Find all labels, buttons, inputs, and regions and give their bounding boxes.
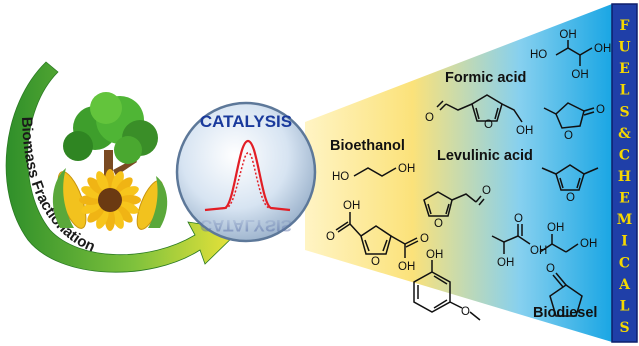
banner-letter: E — [619, 191, 630, 207]
lactic-acid-molecule — [491, 224, 531, 254]
propanediol-molecule — [539, 234, 579, 253]
glycol-ho: HO — [332, 171, 349, 183]
fdca-ring-oxygen: O — [371, 256, 380, 268]
fdca-oh-2: OH — [398, 261, 415, 273]
gvl-carbonyl-oxygen: O — [596, 104, 605, 116]
fuels-chemicals-banner — [611, 3, 638, 343]
banner-letter: M — [617, 212, 633, 228]
lactic-oh-2: OH — [530, 245, 547, 257]
green-arrow-shape — [5, 61, 241, 273]
banner-letter: I — [621, 234, 628, 250]
catalysis-reflection: CATALYSIS — [200, 216, 292, 235]
ethylene-glycol-molecule — [353, 167, 397, 177]
guaiacol-oh: OH — [426, 249, 443, 261]
glycerol-oh-3: OH — [571, 69, 588, 81]
catalysis-peak-curve — [204, 139, 291, 212]
sunflower-center — [98, 188, 122, 212]
atom-labels: HO OH OH OH O O OH O O HO OH O O O O OH … — [326, 29, 611, 318]
label-biodiesel: Biodiesel — [533, 305, 597, 321]
sunflower-petal — [115, 205, 133, 223]
gvl-ring-oxygen: O — [564, 130, 573, 142]
sunflower-icon — [79, 169, 141, 231]
fdca-molecule — [335, 212, 419, 258]
product-fan — [305, 4, 612, 342]
banner-letter: E — [619, 61, 630, 77]
lactic-carbonyl-oxygen: O — [514, 213, 523, 225]
cyclopentanone-molecule — [549, 272, 583, 317]
glycerol-oh-2: OH — [594, 43, 611, 55]
label-bioethanol: Bioethanol — [330, 138, 405, 154]
catalysis-title: CATALYSIS — [200, 112, 292, 131]
label-levulinic-acid: Levulinic acid — [437, 148, 533, 164]
dimethylfuran-molecule — [541, 164, 599, 191]
cyclopentanone-oxygen: O — [546, 263, 555, 275]
sunflower-petal — [115, 177, 133, 195]
glycerol-ho-1: HO — [530, 49, 547, 61]
guaiacol-molecule — [413, 260, 481, 321]
banner-letter: S — [619, 104, 629, 120]
hmf-oh: OH — [516, 125, 533, 137]
catalysis-sphere: CATALYSIS CATALYSIS — [175, 101, 317, 243]
banner-letter: S — [619, 320, 629, 336]
fdca-carbonyl-oxygen-2: O — [420, 233, 429, 245]
hmf-ring-oxygen: O — [484, 119, 493, 131]
banner-letter: H — [618, 169, 631, 185]
banner-letter: F — [620, 18, 630, 34]
glycerol-oh-1: OH — [559, 29, 576, 41]
hmf-molecule — [436, 94, 523, 123]
banner-letter: A — [618, 277, 631, 293]
sunflower-petal — [111, 171, 124, 192]
fdca-carbonyl-oxygen-1: O — [326, 231, 335, 243]
sunflower-petal — [96, 171, 109, 192]
sunflower-petal — [81, 201, 102, 214]
hmf-aldehyde-oxygen: O — [425, 112, 434, 124]
furfural-carbonyl-oxygen: O — [482, 185, 491, 197]
glycol-oh: OH — [398, 163, 415, 175]
furfural-molecule — [423, 191, 485, 217]
furfural-ring-oxygen: O — [434, 218, 443, 230]
dmf-ring-oxygen: O — [566, 192, 575, 204]
sunflower-petal — [81, 186, 102, 199]
banner-letter: C — [619, 147, 630, 163]
propanediol-oh-2: OH — [580, 238, 597, 250]
propanediol-oh-1: OH — [547, 222, 564, 234]
banner-letter: L — [620, 83, 630, 99]
sunflower-petal — [96, 208, 109, 229]
sunflower-petal — [118, 186, 139, 199]
sunflower-petal — [87, 177, 105, 195]
banner-letter: L — [620, 298, 630, 314]
label-formic-acid: Formic acid — [445, 70, 526, 86]
lactic-oh-1: OH — [497, 257, 514, 269]
corn-icon — [52, 168, 168, 230]
sunflower-petal — [118, 201, 139, 214]
guaiacol-ether-oxygen: O — [461, 306, 470, 318]
banner-letter: U — [618, 40, 630, 56]
sunflower-petal — [111, 208, 124, 229]
glycerol-molecule — [555, 40, 593, 66]
biomass-illustration — [52, 92, 168, 231]
molecule-structures — [335, 40, 599, 321]
banner-letter: C — [619, 255, 630, 271]
gvl-molecule — [543, 102, 595, 129]
sunflower-petal — [87, 205, 105, 223]
fdca-oh-1: OH — [343, 200, 360, 212]
sphere — [175, 101, 317, 243]
banner-letter: & — [618, 126, 631, 142]
